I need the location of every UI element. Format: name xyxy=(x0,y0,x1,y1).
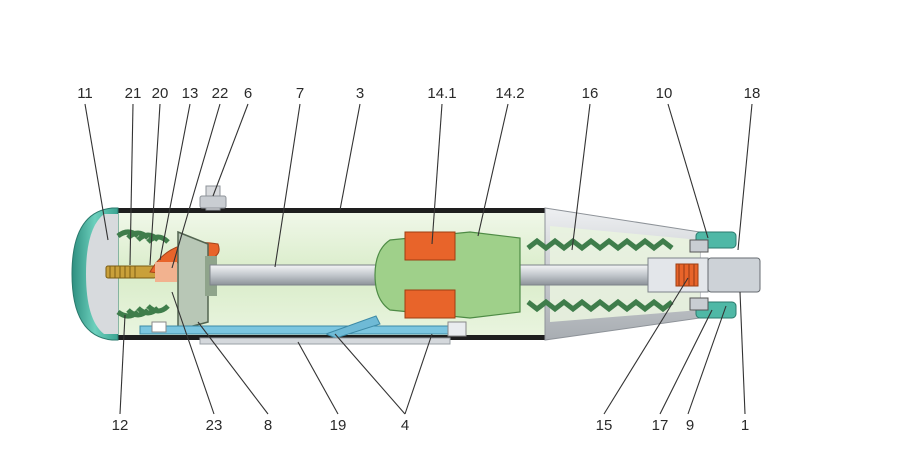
label-3: 3 xyxy=(356,85,364,102)
label-15: 15 xyxy=(596,417,613,434)
label-20: 20 xyxy=(152,85,169,102)
bottom-labels: 12 23 8 19 4 15 17 9 1 xyxy=(112,417,750,434)
label-10: 10 xyxy=(656,85,673,102)
label-14-2: 14.2 xyxy=(495,85,524,102)
hammer-insert-top xyxy=(404,231,456,261)
top-labels: 11 21 20 13 22 6 7 3 14.1 14.2 16 10 18 xyxy=(77,85,760,102)
label-9: 9 xyxy=(686,417,694,434)
rider-stop xyxy=(447,321,467,337)
rider-guide-bar xyxy=(139,325,461,335)
scale-window xyxy=(199,337,451,345)
impact-plunger xyxy=(707,257,761,293)
label-12: 12 xyxy=(112,417,129,434)
rear-spring xyxy=(116,229,170,319)
label-16: 16 xyxy=(582,85,599,102)
label-8: 8 xyxy=(264,417,272,434)
label-21: 21 xyxy=(125,85,142,102)
leader-lines xyxy=(84,103,753,415)
label-13: 13 xyxy=(182,85,199,102)
label-11: 11 xyxy=(77,85,93,102)
rider-pointer xyxy=(324,315,381,339)
label-4: 4 xyxy=(401,417,409,434)
impact-spring xyxy=(526,237,674,313)
label-1: 1 xyxy=(741,417,749,434)
label-22: 22 xyxy=(212,85,229,102)
label-7: 7 xyxy=(296,85,304,102)
label-14-1: 14.1 xyxy=(427,85,456,102)
label-19: 19 xyxy=(330,417,347,434)
rider-end xyxy=(151,321,167,333)
label-23: 23 xyxy=(206,417,223,434)
label-18: 18 xyxy=(744,85,761,102)
housing-top-wall xyxy=(110,208,546,213)
adjust-screw xyxy=(105,265,157,279)
label-17: 17 xyxy=(652,417,669,434)
hammer-mass xyxy=(374,231,521,319)
label-6: 6 xyxy=(244,85,252,102)
guide-disc xyxy=(177,230,209,331)
hammer-insert-bottom xyxy=(404,289,456,319)
small-spring xyxy=(675,263,699,287)
latch-body xyxy=(155,262,177,282)
rear-cap xyxy=(71,207,119,341)
